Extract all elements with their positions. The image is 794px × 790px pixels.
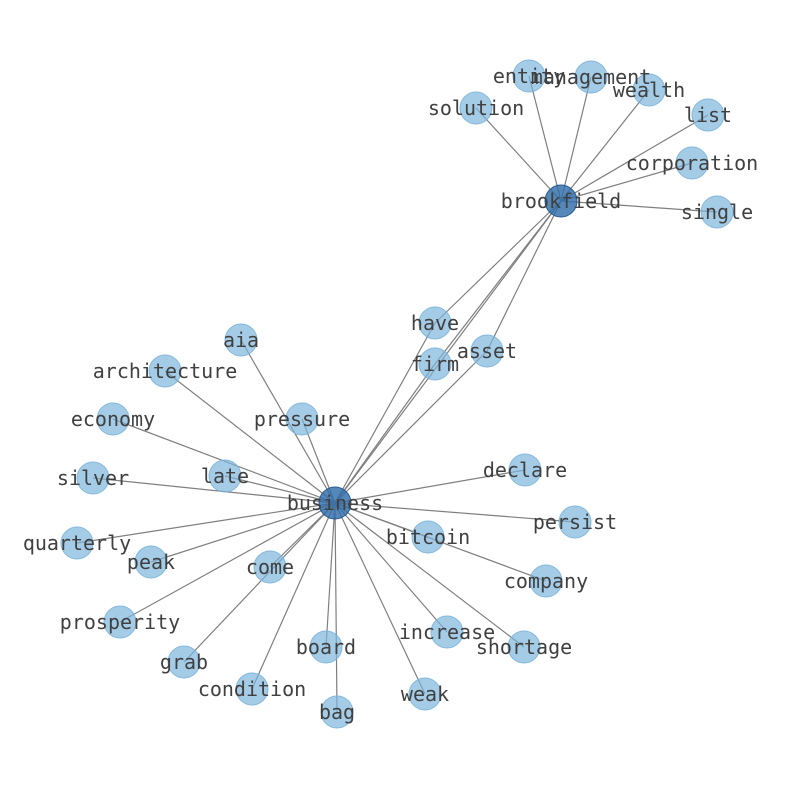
node-grab [167, 645, 201, 679]
edge-brookfield-management [560, 76, 592, 202]
node-label-board: board [296, 635, 356, 659]
node-label-list: list [684, 103, 732, 127]
edge-business-prosperity [119, 502, 336, 623]
node-label-shortage: shortage [476, 635, 572, 659]
node-come [253, 550, 287, 584]
edge-business-declare [334, 469, 526, 504]
edge-brookfield-solution [475, 107, 562, 202]
edge-business-increase [334, 502, 448, 633]
edge-brookfield-business [334, 200, 562, 504]
node-condition [235, 672, 269, 706]
edge-business-peak [150, 502, 336, 563]
node-label-business: business [287, 491, 383, 515]
node-entity [512, 59, 546, 93]
node-late [208, 459, 242, 493]
node-silver [76, 461, 110, 495]
node-label-bag: bag [319, 700, 355, 724]
node-declare [508, 453, 542, 487]
node-single [700, 195, 734, 229]
node-pressure [285, 402, 319, 436]
node-label-pressure: pressure [254, 407, 350, 431]
node-label-persist: persist [533, 510, 617, 534]
node-label-silver: silver [57, 466, 129, 490]
node-quarterly [60, 526, 94, 560]
edges-layer [76, 75, 718, 713]
node-label-increase: increase [399, 620, 495, 644]
node-label-have: have [411, 311, 459, 335]
node-increase [430, 615, 464, 649]
node-label-economy: economy [71, 407, 155, 431]
node-label-brookfield: brookfield [501, 189, 621, 213]
node-label-bitcoin: bitcoin [386, 525, 470, 549]
edge-business-persist [334, 502, 576, 523]
node-brookfield [544, 184, 578, 218]
node-label-entity: entity [493, 64, 565, 88]
node-shortage [507, 630, 541, 664]
edge-business-bag [334, 502, 338, 713]
node-board [309, 630, 343, 664]
node-architecture [148, 354, 182, 388]
edge-brookfield-wealth [560, 89, 650, 202]
node-label-solution: solution [428, 96, 524, 120]
node-label-firm: firm [411, 352, 459, 376]
node-company [529, 564, 563, 598]
node-label-declare: declare [483, 458, 567, 482]
node-asset [470, 334, 504, 368]
edge-business-architecture [164, 370, 336, 504]
edge-brookfield-entity [528, 75, 562, 202]
node-label-corporation: corporation [626, 151, 758, 175]
node-label-come: come [246, 555, 294, 579]
node-label-single: single [681, 200, 753, 224]
node-peak [134, 545, 168, 579]
node-label-management: management [531, 65, 651, 89]
node-label-aia: aia [223, 328, 259, 352]
nodes-layer [60, 59, 734, 729]
node-economy [96, 402, 130, 436]
node-label-wealth: wealth [613, 78, 685, 102]
node-business [318, 486, 352, 520]
edge-business-condition [251, 502, 336, 690]
edge-brookfield-corporation [560, 162, 693, 202]
edge-business-late [224, 475, 336, 504]
edge-business-weak [334, 502, 426, 695]
node-label-asset: asset [457, 339, 517, 363]
node-prosperity [103, 605, 137, 639]
node-label-condition: condition [198, 677, 306, 701]
edge-business-shortage [334, 502, 525, 648]
node-persist [558, 505, 592, 539]
node-bag [320, 695, 354, 729]
node-label-company: company [504, 569, 588, 593]
edge-business-silver [92, 477, 336, 504]
node-label-peak: peak [127, 550, 175, 574]
edge-business-grab [183, 502, 336, 663]
edge-brookfield-asset [486, 200, 562, 352]
node-label-weak: weak [401, 682, 449, 706]
edge-brookfield-list [560, 114, 709, 202]
node-have [418, 306, 452, 340]
labels-layer: business brookfield entitymanagementwealth… [23, 64, 758, 724]
node-wealth [632, 73, 666, 107]
edge-business-have [334, 322, 436, 504]
node-management [574, 60, 608, 94]
edge-brookfield-have [434, 200, 562, 324]
node-label-prosperity: prosperity [60, 610, 180, 634]
edge-business-board [325, 502, 336, 648]
node-firm [418, 347, 452, 381]
edge-business-quarterly [76, 502, 336, 544]
node-label-late: late [201, 464, 249, 488]
node-corporation [675, 146, 709, 180]
node-label-architecture: architecture [93, 359, 238, 383]
node-label-grab: grab [160, 650, 208, 674]
node-solution [459, 91, 493, 125]
edge-brookfield-single [560, 200, 718, 213]
node-bitcoin [411, 520, 445, 554]
node-weak [408, 677, 442, 711]
node-aia [224, 323, 258, 357]
edge-business-firm [334, 363, 436, 504]
node-list [691, 98, 725, 132]
node-label-quarterly: quarterly [23, 531, 131, 555]
edge-business-asset [334, 350, 488, 504]
